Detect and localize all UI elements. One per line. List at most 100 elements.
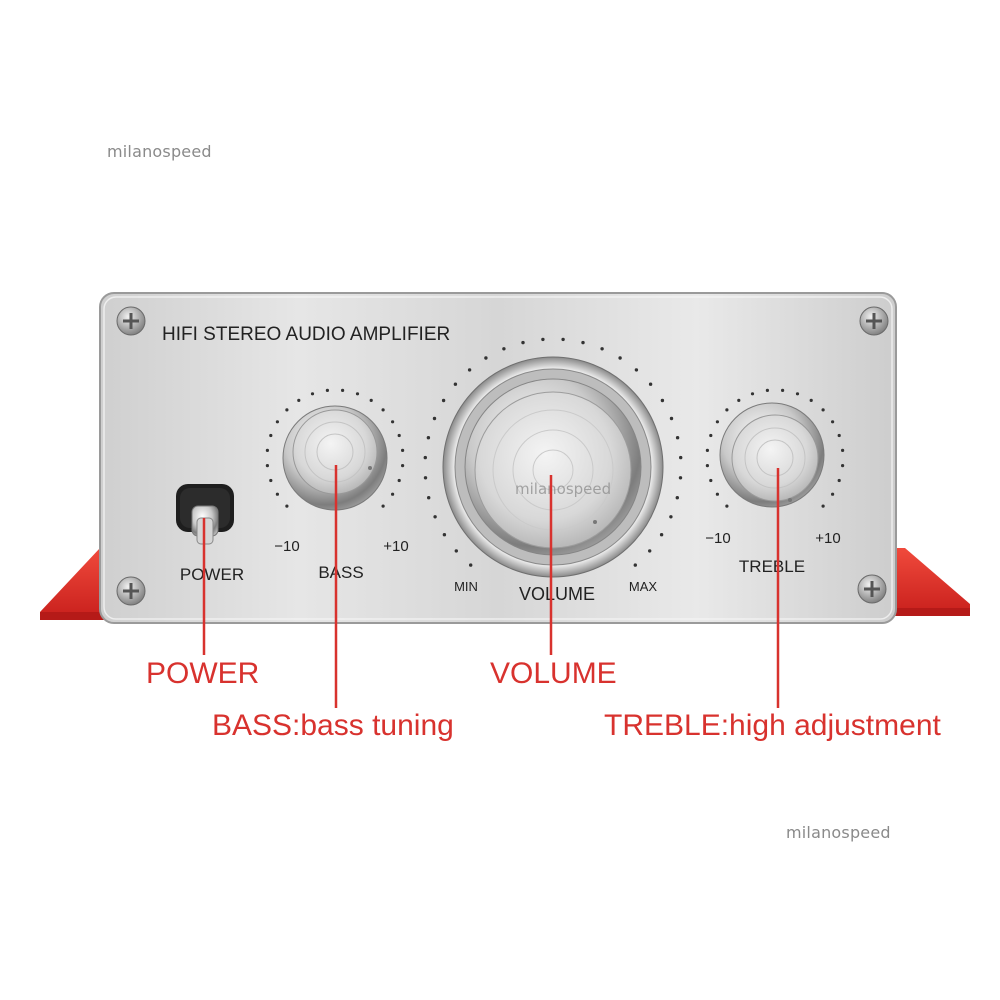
scale-dot bbox=[675, 436, 680, 440]
scale-dot bbox=[521, 340, 525, 345]
scale-dot bbox=[725, 408, 729, 412]
scale-dot bbox=[397, 433, 401, 438]
scale-dot bbox=[634, 368, 639, 372]
scale-dot bbox=[265, 448, 269, 452]
scale-dot bbox=[467, 368, 472, 372]
screw-bottom-left bbox=[116, 576, 146, 606]
scale-dot bbox=[423, 455, 427, 460]
scale-dot bbox=[660, 398, 665, 403]
scale-dot bbox=[427, 496, 431, 500]
scale-dot bbox=[709, 433, 713, 438]
scale-dot bbox=[737, 398, 741, 402]
scale-dot bbox=[633, 563, 637, 567]
scale-dot bbox=[841, 464, 845, 468]
scale-dot bbox=[381, 504, 385, 508]
scale-dot bbox=[275, 492, 279, 496]
scale-dot bbox=[269, 433, 273, 438]
volume-min-label: MIN bbox=[454, 579, 478, 594]
bass-scale-dots bbox=[265, 388, 405, 508]
scale-dot bbox=[381, 408, 385, 412]
scale-dot bbox=[441, 398, 446, 403]
scale-dot bbox=[454, 549, 458, 553]
screw-top-left bbox=[116, 306, 146, 336]
scale-dot bbox=[705, 464, 710, 468]
scale-dot bbox=[837, 478, 841, 483]
scale-dot bbox=[705, 448, 710, 452]
scale-dot bbox=[725, 504, 729, 508]
bass-max-label: +10 bbox=[383, 538, 408, 555]
center-watermark: milanospeed bbox=[515, 480, 611, 498]
scale-dot bbox=[715, 492, 720, 496]
scale-dot bbox=[809, 398, 813, 402]
scale-dot bbox=[831, 492, 835, 496]
scale-dot bbox=[433, 515, 437, 519]
scale-dot bbox=[269, 478, 273, 483]
screw-top-right bbox=[859, 306, 889, 336]
scale-dot bbox=[484, 356, 488, 360]
scale-dot bbox=[325, 388, 329, 392]
scale-dot bbox=[355, 392, 360, 396]
volume-max-label: MAX bbox=[629, 579, 658, 594]
bass-label: BASS bbox=[318, 563, 363, 582]
volume-label: VOLUME bbox=[519, 584, 595, 604]
scale-dot bbox=[837, 433, 841, 438]
scale-dot bbox=[781, 388, 785, 392]
screw-bottom-right bbox=[857, 574, 887, 604]
scale-dot bbox=[715, 420, 720, 424]
treble-label: TREBLE bbox=[739, 557, 805, 576]
volume-knob[interactable] bbox=[442, 356, 664, 578]
scale-dot bbox=[750, 392, 755, 396]
scale-dot bbox=[391, 492, 395, 496]
callout-volume: VOLUME bbox=[490, 657, 617, 690]
bass-knob[interactable] bbox=[282, 405, 388, 511]
scale-dot bbox=[795, 392, 800, 396]
scale-dot bbox=[341, 388, 345, 392]
scale-dot bbox=[648, 549, 652, 553]
scale-dot bbox=[401, 464, 405, 468]
scale-dot bbox=[432, 416, 437, 421]
scale-dot bbox=[401, 448, 405, 452]
scale-dot bbox=[600, 347, 604, 351]
scale-dot bbox=[426, 436, 431, 440]
scale-dot bbox=[678, 476, 683, 480]
scale-dot bbox=[675, 496, 679, 500]
scale-dot bbox=[285, 408, 289, 412]
scale-dot bbox=[297, 398, 301, 402]
scale-dot bbox=[397, 478, 401, 483]
scale-dot bbox=[369, 398, 373, 402]
scale-dot bbox=[265, 464, 269, 468]
scale-dot bbox=[502, 347, 506, 351]
scale-dot bbox=[442, 533, 447, 537]
treble-scale-dots bbox=[705, 388, 845, 508]
chassis-left-flange bbox=[40, 548, 110, 620]
scale-dot bbox=[618, 356, 622, 360]
scale-dot bbox=[821, 504, 825, 508]
scale-dot bbox=[821, 408, 825, 412]
callout-treble: TREBLE:high adjustment bbox=[604, 709, 941, 742]
scale-dot bbox=[541, 337, 545, 342]
scale-dot bbox=[561, 337, 565, 342]
scale-dot bbox=[391, 420, 395, 424]
treble-knob[interactable] bbox=[719, 402, 825, 508]
scale-dot bbox=[669, 515, 673, 519]
scale-dot bbox=[831, 420, 835, 424]
chassis-right-flange bbox=[890, 548, 970, 616]
watermark-bottom: milanospeed bbox=[786, 823, 891, 842]
treble-max-label: +10 bbox=[815, 530, 840, 547]
scale-dot bbox=[709, 478, 713, 483]
scale-dot bbox=[310, 392, 315, 396]
scale-dot bbox=[679, 455, 683, 460]
callout-bass: BASS:bass tuning bbox=[212, 709, 454, 742]
volume-scale-dots bbox=[423, 337, 683, 567]
bass-min-label: −10 bbox=[274, 538, 299, 555]
callout-power: POWER bbox=[146, 657, 260, 690]
scale-dot bbox=[275, 420, 279, 424]
scale-dot bbox=[765, 388, 770, 392]
power-label: POWER bbox=[180, 565, 244, 584]
scale-dot bbox=[469, 563, 473, 567]
scale-dot bbox=[285, 504, 289, 508]
scale-dot bbox=[453, 382, 458, 386]
scale-dot bbox=[423, 476, 428, 480]
scale-dot bbox=[581, 340, 585, 345]
